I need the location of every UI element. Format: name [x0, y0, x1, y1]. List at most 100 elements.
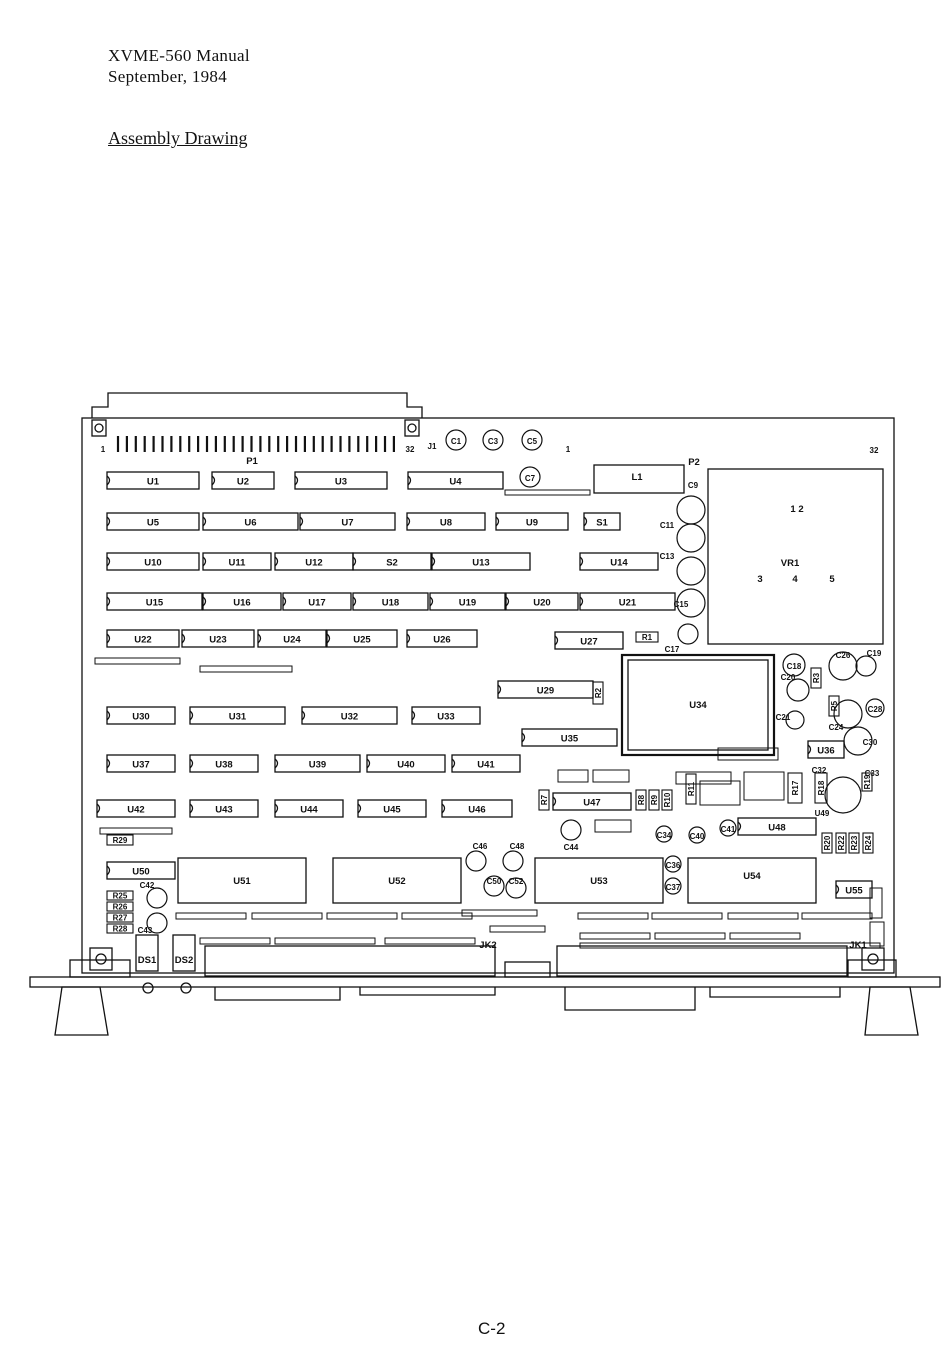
front-panel-rail — [29, 976, 941, 988]
ds2-label: DS2 — [175, 955, 193, 966]
chip-u43-body — [189, 799, 259, 818]
chip-u6-label: U6 — [244, 518, 256, 529]
resistor-r9-label: R9 — [650, 794, 659, 805]
capacitor-c15-label: C15 — [674, 600, 689, 609]
chip-u31-notch — [189, 710, 194, 721]
left-ejector — [54, 986, 109, 1036]
chip-u30-label: U30 — [132, 712, 149, 723]
jk2-connector — [204, 945, 496, 977]
capacitor-c7-label: C7 — [525, 474, 536, 483]
capacitor-c17-label: C17 — [665, 645, 680, 654]
capacitor-c26-label: C26 — [836, 651, 851, 660]
chip-u42-body — [96, 799, 176, 818]
chip-u2-notch — [211, 475, 216, 486]
capacitor-c43 — [146, 912, 168, 934]
chip-u17-body — [282, 592, 352, 611]
capacitor-c43-label: C43 — [138, 926, 153, 935]
l1-inductor — [593, 464, 685, 494]
p2-pin-32-label: 32 — [870, 446, 879, 455]
capacitor-c30 — [843, 726, 873, 756]
sip-strip — [699, 780, 741, 806]
capacitor-c15 — [676, 588, 706, 618]
resistor-r11 — [685, 773, 697, 805]
chip-u2-body — [211, 471, 275, 490]
chip-u30-notch — [106, 710, 111, 721]
capacitor-c50 — [483, 875, 505, 897]
chip-u9-notch — [495, 516, 500, 527]
resistor-r27-label: R27 — [113, 914, 128, 923]
chip-u26-notch — [406, 633, 411, 644]
resistor-r10-label: R10 — [663, 792, 672, 807]
chip-u4-label: U4 — [449, 477, 462, 488]
resistor-r3 — [810, 667, 822, 689]
chip-u42-label: U42 — [127, 805, 144, 816]
chip-u8-body — [406, 512, 486, 531]
chip-u35-body — [521, 728, 618, 747]
chip-u45-body — [357, 799, 427, 818]
chip-u40-notch — [366, 758, 371, 769]
chip-u19-label: U19 — [459, 598, 476, 609]
resistor-r29-label: R29 — [113, 836, 128, 845]
chip-u5-body — [106, 512, 200, 531]
chip-u16-body — [202, 592, 282, 611]
chip-u33-label: U33 — [437, 712, 454, 723]
sip-strip — [651, 912, 723, 920]
capacitor-c42 — [146, 887, 168, 909]
capacitor-c11 — [676, 523, 706, 553]
vr1-pin-5: 5 — [829, 574, 835, 585]
resistor-r24-label: R24 — [864, 835, 873, 850]
capacitor-c37-label: C37 — [666, 883, 681, 892]
sip-strip — [199, 937, 271, 945]
chip-u6-notch — [202, 516, 207, 527]
resistor-r1 — [635, 631, 659, 643]
resistor-r25-label: R25 — [113, 892, 128, 901]
chip-u50-label: U50 — [132, 867, 149, 878]
chip-u22-notch — [106, 633, 111, 644]
chip-u22-label: U22 — [134, 635, 151, 646]
chip-u41-body — [451, 754, 521, 773]
resistor-r7 — [538, 789, 550, 811]
sip-strip — [577, 912, 649, 920]
chip-u53-label: U53 — [590, 876, 607, 887]
chip-u52-label: U52 — [388, 876, 405, 887]
sip-strip — [654, 932, 726, 940]
vr1-pins-top: 1 2 — [790, 504, 803, 515]
sip-strip — [384, 937, 476, 945]
chip-u40-label: U40 — [397, 760, 414, 771]
capacitor-c52 — [505, 877, 527, 899]
chip-u45-label: U45 — [383, 805, 401, 816]
chip-u4-notch — [407, 475, 412, 486]
chip-u7-body — [299, 512, 396, 531]
chip-u36-label: U36 — [817, 746, 834, 757]
chip-u14-body — [579, 552, 659, 571]
chip-u48-label: U48 — [768, 823, 785, 834]
vr1-pin-4: 4 — [792, 574, 798, 585]
resistor-r9 — [648, 789, 660, 811]
resistor-r20 — [821, 832, 833, 854]
resistor-r8-label: R8 — [637, 794, 646, 805]
chip-s1-label: S1 — [596, 518, 608, 529]
sip-strip — [251, 912, 323, 920]
chip-u33-notch — [411, 710, 416, 721]
chip-u55-body — [835, 880, 873, 899]
capacitor-c28 — [865, 698, 885, 718]
chip-u41-label: U41 — [477, 760, 495, 771]
capacitor-c46-label: C46 — [473, 842, 488, 851]
chip-u54-label: U54 — [743, 871, 761, 882]
chip-u16-label: U16 — [233, 598, 250, 609]
capacitor-c42-label: C42 — [140, 881, 155, 890]
capacitor-c32-label: C32 — [812, 766, 827, 775]
vr1-label: VR1 — [781, 558, 800, 569]
chip-u51-label: U51 — [233, 876, 251, 887]
chip-u1-notch — [106, 475, 111, 486]
chip-u1-label: U1 — [147, 477, 160, 488]
resistor-r17 — [787, 772, 803, 804]
chip-u44-body — [274, 799, 344, 818]
ds1-label: DS1 — [138, 955, 157, 966]
chip-u32-notch — [301, 710, 306, 721]
sip-strip — [504, 489, 591, 496]
capacitor-c19 — [855, 655, 877, 677]
chip-u4-body — [407, 471, 504, 490]
chip-u30-body — [106, 706, 176, 725]
capacitor-c3 — [482, 429, 504, 451]
